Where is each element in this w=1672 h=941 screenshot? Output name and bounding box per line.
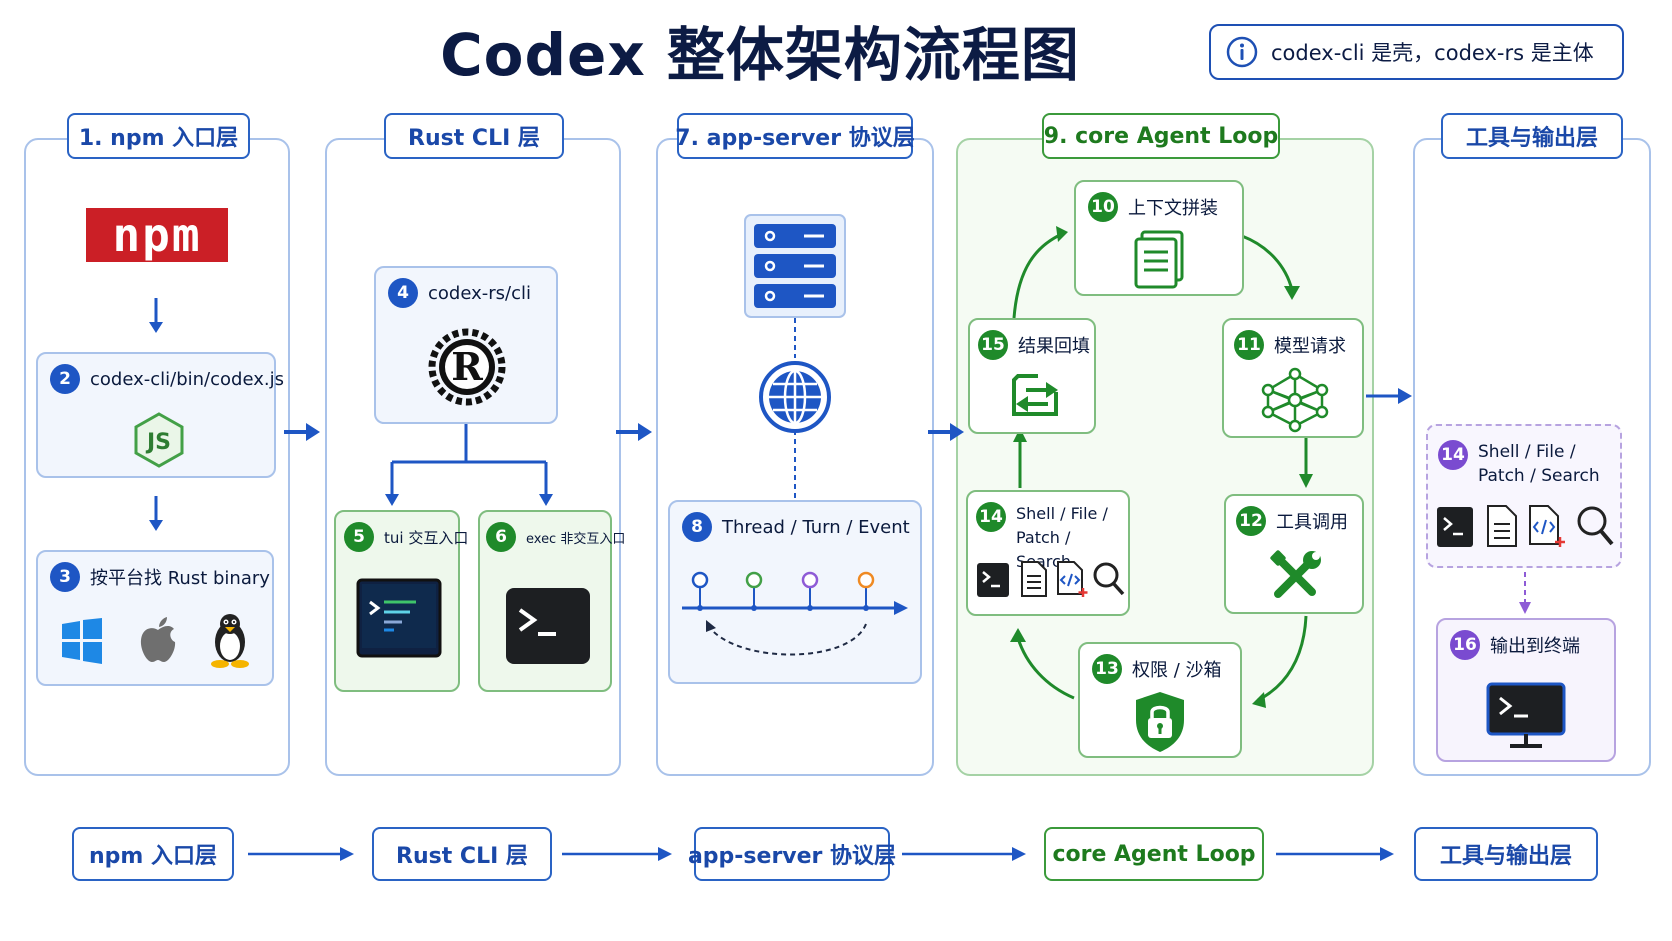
svg-text:JS: JS — [145, 430, 171, 455]
node-thread-turn-event: 8 Thread / Turn / Event — [668, 500, 922, 684]
js-icon: JS — [134, 412, 184, 468]
node-exec: 6 exec 非交互入口 — [478, 510, 625, 692]
bottom-arrow-3 — [902, 847, 1026, 861]
node-model-request-label: 模型请求 — [1274, 336, 1346, 357]
node-codex-rs-cli-label: codex-rs/cli — [428, 282, 531, 304]
badge-14: 14 — [976, 502, 1006, 532]
node-thread-turn-event-label: Thread / Turn / Event — [722, 516, 910, 538]
node-tui: 5 tui 交互入口 — [334, 510, 468, 692]
node-codex-js-label: codex-cli/bin/codex.js — [90, 368, 284, 390]
svg-text:R: R — [451, 344, 483, 389]
node-tui-label: tui 交互入口 — [384, 528, 469, 547]
bottom-flow-rust: Rust CLI 层 — [372, 827, 552, 881]
monitor-icon — [1486, 682, 1566, 748]
code-file-icon — [1057, 561, 1088, 597]
arrow-npm-to-rust — [284, 423, 320, 441]
badge-15: 15 — [978, 330, 1008, 360]
code-file-icon — [1529, 505, 1565, 547]
bottom-flow-agent: core Agent Loop — [1044, 827, 1264, 881]
badge-14-tools: 14 — [1438, 440, 1468, 470]
arrow-down-2 — [149, 496, 163, 531]
node-shell-file-patch-search: 14 Shell / File / Patch / Search — [966, 490, 1130, 616]
network-icon — [1261, 367, 1329, 433]
rust-icon: R — [428, 328, 506, 406]
node-result-backfill: 15 结果回填 — [968, 318, 1096, 434]
badge-13: 13 — [1092, 654, 1122, 684]
bottom-arrow-2 — [562, 847, 672, 861]
arrow-agent-to-tools — [1366, 388, 1412, 404]
badge-12: 12 — [1236, 506, 1266, 536]
event-timeline — [682, 571, 908, 656]
refresh-icon — [1012, 374, 1058, 416]
info-icon — [1226, 36, 1258, 68]
node-tools-shell-file-label-line2: Patch / Search — [1478, 466, 1600, 486]
arrow-rust-to-server — [616, 423, 652, 441]
server-icon — [744, 214, 846, 318]
node-context-label: 上下文拼装 — [1128, 198, 1218, 219]
arrow-server-to-agent — [928, 423, 964, 441]
node-permission-sandbox: 13 权限 / 沙箱 — [1078, 642, 1242, 758]
agent-column-label: 9. core Agent Loop — [1042, 113, 1280, 159]
lock-icon — [1136, 692, 1184, 752]
apple-icon — [140, 617, 176, 662]
arrow-down-1 — [149, 298, 163, 333]
node-permission-sandbox-label: 权限 / 沙箱 — [1132, 660, 1222, 681]
terminal-icon — [506, 588, 590, 664]
terminal-icon — [356, 578, 442, 658]
bottom-flow-tools: 工具与输出层 — [1414, 827, 1598, 881]
note-box: codex-cli 是壳，codex-rs 是主体 — [1209, 24, 1624, 80]
tools-column-label: 工具与输出层 — [1441, 113, 1623, 159]
badge-16: 16 — [1450, 630, 1480, 660]
terminal-icon — [977, 563, 1009, 597]
node-shell-file-label-line1: Shell / File / — [1016, 504, 1108, 523]
badge-3: 3 — [50, 562, 80, 592]
linux-icon — [211, 614, 249, 668]
badge-6: 6 — [486, 522, 516, 552]
server-dashed-connector — [794, 318, 796, 500]
node-tools-shell-file: 14 Shell / File / Patch / Search — [1426, 424, 1622, 568]
npm-logo: npm — [86, 208, 228, 262]
node-output-terminal: 16 输出到终端 — [1436, 618, 1616, 762]
globe-icon — [759, 361, 831, 433]
node-tools-shell-file-label-line1: Shell / File / — [1478, 442, 1576, 462]
node-result-backfill-label: 结果回填 — [1018, 336, 1090, 357]
server-column-label: 7. app-server 协议层 — [675, 113, 915, 159]
note-text: codex-cli 是壳，codex-rs 是主体 — [1271, 41, 1594, 65]
arrow-tools-to-output — [1519, 572, 1531, 614]
rust-column-label: Rust CLI 层 — [384, 113, 564, 159]
terminal-icon — [1437, 507, 1473, 547]
node-output-terminal-label: 输出到终端 — [1490, 636, 1580, 657]
node-model-request: 11 模型请求 — [1222, 318, 1364, 438]
document-icon — [1021, 561, 1047, 597]
search-icon — [1093, 562, 1125, 596]
document-icon — [1134, 230, 1184, 289]
bottom-arrow-1 — [248, 847, 354, 861]
node-codex-rs-cli: 4 codex-rs/cli R — [374, 266, 558, 424]
node-context: 10 上下文拼装 — [1074, 180, 1244, 296]
npm-logo-text: npm — [112, 208, 202, 262]
node-codex-js: 2 codex-cli/bin/codex.js JS — [36, 352, 284, 478]
page-title: Codex 整体架构流程图 — [440, 21, 1080, 89]
node-find-binary: 3 按平台找 Rust binary — [36, 550, 274, 686]
agent-loop-arrows — [1010, 226, 1313, 708]
badge-4: 4 — [388, 278, 418, 308]
bottom-flow-server: app-server 协议层 — [688, 827, 896, 881]
windows-icon — [62, 618, 102, 664]
badge-8: 8 — [682, 512, 712, 542]
node-exec-label: exec 非交互入口 — [526, 531, 626, 547]
node-find-binary-label: 按平台找 Rust binary — [90, 568, 270, 589]
badge-5: 5 — [344, 522, 374, 552]
rust-branch-connector — [385, 424, 553, 506]
npm-column-label: 1. npm 入口层 — [67, 113, 250, 159]
bottom-flow-npm: npm 入口层 — [72, 827, 234, 881]
search-icon — [1577, 506, 1614, 546]
node-tool-call: 12 工具调用 — [1224, 494, 1364, 614]
badge-11: 11 — [1234, 330, 1264, 360]
tools-icon — [1270, 550, 1321, 598]
bottom-arrow-4 — [1276, 847, 1394, 861]
badge-2: 2 — [50, 364, 80, 394]
badge-10: 10 — [1088, 192, 1118, 222]
node-tool-call-label: 工具调用 — [1276, 512, 1348, 533]
document-icon — [1487, 505, 1517, 547]
